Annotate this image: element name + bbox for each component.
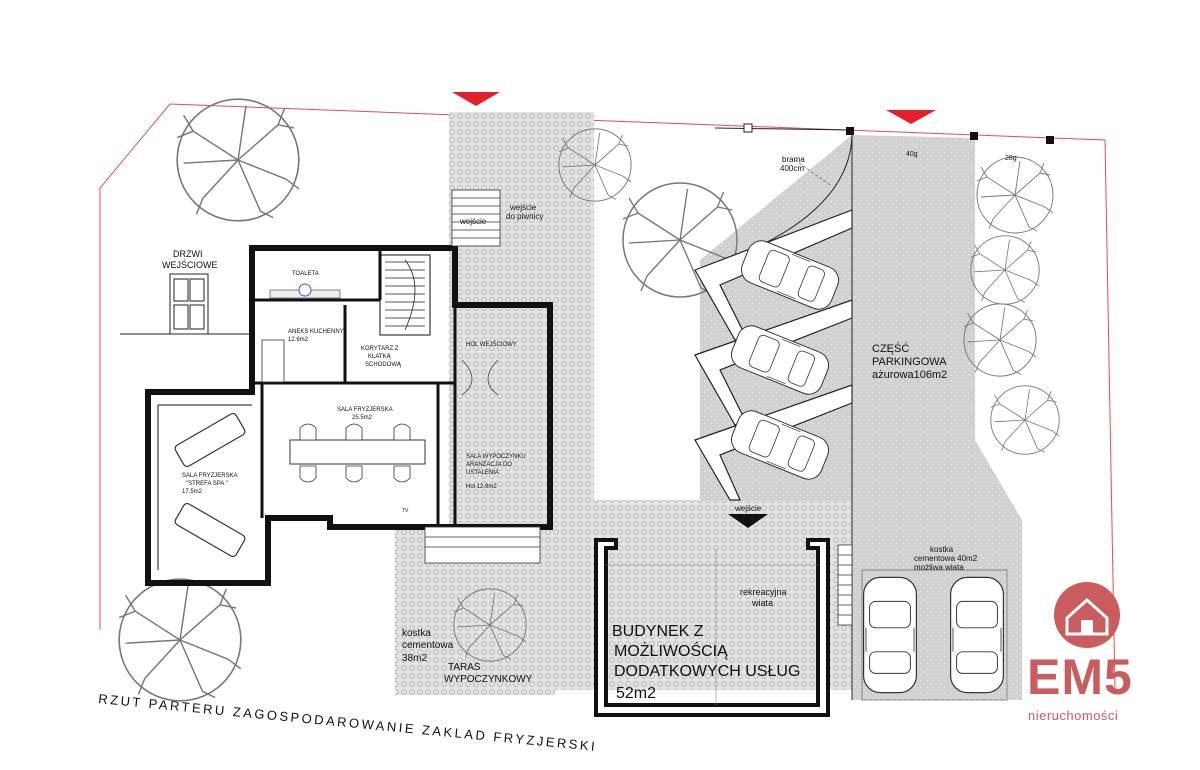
gate-post [1046, 136, 1054, 144]
entrance-arrow [728, 514, 768, 528]
chair-icon [299, 423, 317, 441]
kostka-40-label: kostka [930, 545, 954, 554]
logo-subtitle: nieruchomości [1028, 708, 1119, 723]
spa-bed [174, 412, 246, 468]
rekreacyjna-label: wiata [751, 598, 773, 608]
car-icon [949, 576, 1005, 694]
spa-label: "STREFA SPA " [186, 481, 228, 487]
logo-mark: EM5 [1027, 649, 1133, 705]
parking-label: CZĘŚĆ [872, 342, 909, 355]
spa-label: SALA FRYZJERSKA [182, 473, 238, 479]
spa-area: 17.5m2 [182, 489, 203, 495]
salon-table [289, 439, 426, 465]
external-stairs [424, 189, 853, 626]
budynek-area: 52m2 [616, 685, 656, 702]
kitchen-counter [261, 339, 285, 383]
wejscie-label: wejście [459, 217, 487, 226]
gate-swing [794, 159, 831, 186]
entrance-marker [452, 92, 500, 106]
wejscie-budynek-label: wejście [734, 504, 762, 513]
wypoczynek-label: USTALENIA [466, 470, 499, 476]
taras-label: TARAS [448, 662, 481, 673]
wypoczynek-label: ARANŻACJA DO [466, 461, 512, 468]
gate-line [714, 127, 853, 131]
tv-label: TV [402, 508, 409, 514]
gate-post [970, 132, 978, 140]
entrance-door-drawing [120, 273, 250, 335]
chair-icon [393, 423, 411, 441]
kostka-38-label: kostka [402, 628, 431, 639]
kostka-38-label: cementowa [402, 640, 454, 651]
aneks-area: 12.6m2 [288, 337, 309, 343]
dimension-label: 40g [906, 151, 918, 158]
chair-icon [345, 423, 363, 441]
aneks-label: ANEKS KUCHENNY [288, 329, 344, 335]
korytarz-label: KLATKĄ [368, 354, 392, 360]
toilet-fixture [298, 283, 312, 297]
gate-post [846, 127, 854, 135]
kostka-38-area: 38m2 [402, 653, 427, 664]
korytarz-label: KORYTARZ Z [361, 346, 399, 352]
wypoczynek-area: Hol 12.9m2 [466, 484, 497, 490]
house-logo-icon [1054, 582, 1120, 648]
building-walls [145, 245, 553, 586]
parking-label: PARKINGOWA [872, 356, 947, 368]
budynek-label: MOŻLIWOŚCIĄ [614, 641, 728, 660]
wypoczynek-label: SALA WYPOCZYNKU [466, 454, 526, 460]
rekreacyjna-label: rekreacyjna [740, 587, 787, 597]
gate-post [743, 123, 753, 133]
toaleta-label: TOALETA [292, 271, 319, 277]
parking-area: ażurowa106m2 [872, 369, 947, 381]
em5-logo: EM5 nieruchomości [1025, 580, 1150, 730]
wejscie-piwnica-label: wejście [509, 203, 537, 212]
walkway-paving [449, 112, 594, 530]
parking-spot [861, 569, 1008, 701]
taras-label: WYPOCZYNKOWY [444, 674, 533, 685]
tree-icon [970, 235, 1040, 305]
tree-icon [976, 156, 1054, 234]
parking-paving [852, 135, 1022, 700]
staircase [385, 259, 425, 331]
brama-width: 400cm [780, 164, 804, 173]
korytarz-label: SCHODOWĄ [365, 362, 402, 368]
kostka-40-label: cementowa 40m2 [914, 554, 978, 563]
drzwi-label: DRZWI [173, 249, 203, 259]
secondary-building [594, 538, 830, 717]
tree-icon [176, 98, 300, 222]
tree-icon [118, 578, 242, 702]
spa-bed [174, 502, 246, 558]
sala-fryzjerska-label: SALA FRYZJERSKA [337, 407, 393, 413]
hol-label: HOL WEJŚCIOWY [466, 340, 517, 348]
door-swing [461, 359, 499, 396]
dimension-label: 28g [1005, 155, 1017, 162]
budynek-label: DODATKOWYCH USŁUG [614, 663, 800, 680]
brama-label: brama [782, 155, 805, 164]
wejscie-piwnica-label: do piwnicy [506, 212, 543, 221]
car-icon [862, 576, 918, 694]
tree-icon [990, 385, 1060, 455]
entrance-marker [886, 110, 936, 124]
budynek-label: BUDYNEK Z [612, 623, 704, 640]
drzwi-label: WEJŚCIOWE [162, 259, 218, 270]
kostka-40-label: możliwa wiata [914, 563, 964, 572]
chair-icon [299, 465, 317, 483]
chair-icon [393, 465, 411, 483]
chair-icon [345, 465, 363, 483]
plan-title: RZUT PARTERU ZAGOSPODAROWANIE ZAKLAD FRY… [98, 691, 598, 754]
sala-fryzjerska-area: 25.5m2 [352, 415, 373, 421]
